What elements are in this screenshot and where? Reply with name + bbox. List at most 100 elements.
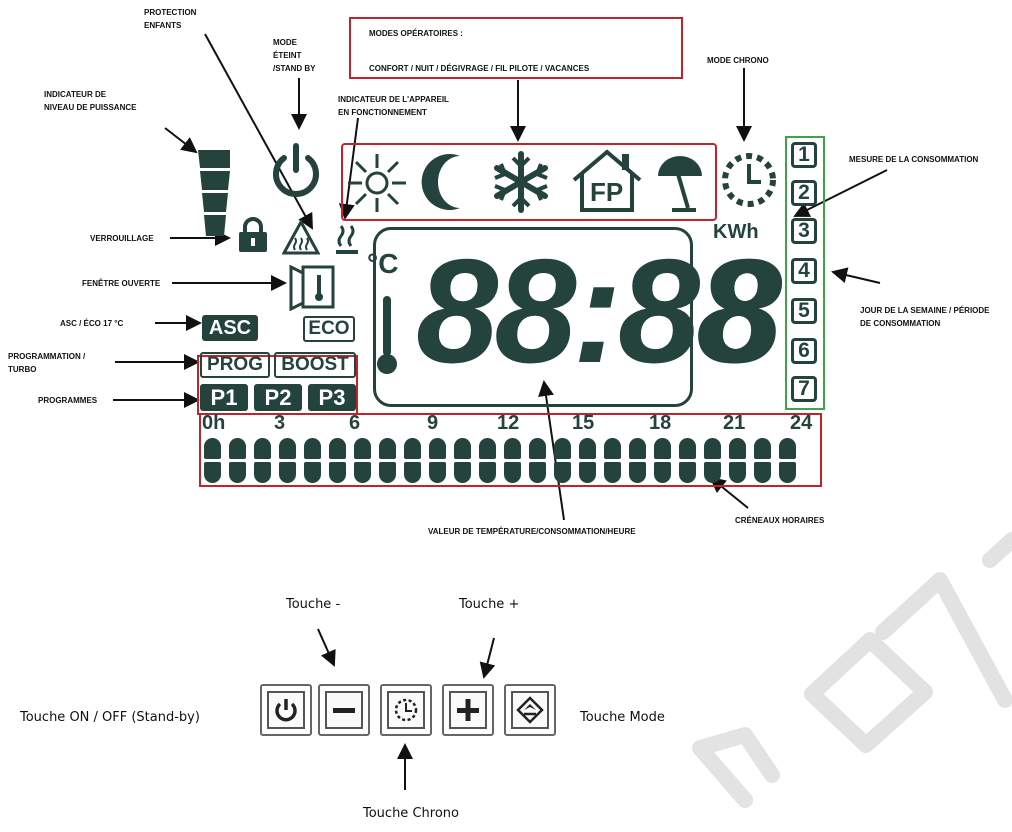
hour-slot [629,438,646,484]
mode-diamond-icon [516,696,544,724]
lock-icon [239,217,267,252]
label-programmes: PROGRAMMES [38,396,98,405]
day-1: 1 [791,142,817,168]
label-modes-list: CONFORT / NUIT / DÉGIVRAGE / FIL PILOTE … [369,64,590,73]
hour-tick-9: 9 [427,412,439,434]
mode-button-face [511,691,549,729]
hour-slot-bottom [379,462,396,483]
hour-slot [654,438,671,484]
hour-slot-bottom [204,462,221,483]
hour-slot [379,438,396,484]
hour-slot-top [279,438,296,459]
label-fenetre-ouverte: FENÊTRE OUVERTE [82,279,161,288]
hour-slot-bottom [729,462,746,483]
arrow-mesure [793,169,888,217]
hour-slot-bottom [554,462,571,483]
day-4: 4 [791,258,817,284]
label-asc-eco: ASC / ÉCO 17 °C [60,319,124,328]
hour-slot-bottom [754,462,771,483]
p1-badge: P1 [200,384,248,411]
hour-slot-top [354,438,371,459]
label-touche-mode: Touche Mode [580,710,665,725]
label-indicateur-appareil: INDICATEUR DE L'APPAREIL EN FONCTIONNEME… [338,95,449,117]
hour-slot [679,438,696,484]
hour-slot-top [229,438,246,459]
hour-slot-bottom [604,462,621,483]
label-valeur: VALEUR DE TEMPÉRATURE/CONSOMMATION/HEURE [428,527,636,536]
hour-slot-top [779,438,796,459]
hour-slot-bottom [629,462,646,483]
prog-badge: PROG [200,352,270,378]
hour-slot [454,438,471,484]
mode-button[interactable] [504,684,556,736]
onoff-button[interactable] [260,684,312,736]
hour-slot-top [704,438,721,459]
minus-button-face [325,691,363,729]
hour-slot-top [379,438,396,459]
fil-pilote-house-icon [572,149,642,212]
chrono-clock-icon [722,153,776,207]
clock-icon [394,698,418,722]
kwh-unit: KWh [713,221,759,243]
hour-tick-15: 15 [572,412,595,434]
window-open-icon [289,264,335,311]
main-digits: 88:88 [416,229,779,394]
label-touche-onoff: Touche ON / OFF (Stand-by) [20,710,200,725]
label-programmation: PROGRAMMATION / TURBO [8,352,86,374]
hour-slot [279,438,296,484]
child-protection-icon [282,220,320,255]
hour-slot [754,438,771,484]
hour-slot-top [529,438,546,459]
hour-tick-0h: 0h [202,412,226,434]
hour-tick-24: 24 [790,412,813,434]
hour-tick-21: 21 [723,412,746,434]
plus-button[interactable] [442,684,494,736]
hour-slot-top [729,438,746,459]
hour-slot-bottom [254,462,271,483]
label-mode-eteint: MODE ÉTEINT /STAND BY [273,38,316,73]
hour-slot-top [629,438,646,459]
hour-slot-top [604,438,621,459]
hour-slot-bottom [429,462,446,483]
snowflake-icon [494,151,548,213]
modes-icons-frame [341,143,717,221]
hour-slot-top [304,438,321,459]
day-2: 2 [791,180,817,206]
hour-slot-bottom [304,462,321,483]
arrow-minus [317,628,336,667]
hour-slot-top [404,438,421,459]
hour-slot-bottom [654,462,671,483]
hour-slot-bottom [479,462,496,483]
hour-slot-bottom [779,462,796,483]
slots-frame [199,413,822,487]
label-modes-title: MODES OPÉRATOIRES : [369,29,463,38]
hour-slot [504,438,521,484]
plus-button-face [449,691,487,729]
label-verrouillage: VERROUILLAGE [90,234,154,243]
hour-tick-3: 3 [274,412,286,434]
label-indicateur-puissance: INDICATEUR DE NIVEAU DE PUISSANCE [44,90,137,112]
hour-slot-top [654,438,671,459]
vacation-umbrella-icon [658,156,702,212]
last-digit: 8 [700,229,783,394]
minus-button[interactable] [318,684,370,736]
hour-slot-bottom [704,462,721,483]
hour-tick-18: 18 [649,412,672,434]
hour-slot-top [479,438,496,459]
hour-slot [704,438,721,484]
hour-slot-bottom [504,462,521,483]
hour-slot-bottom [229,462,246,483]
thermometer-icon [377,296,397,374]
eco-badge: ECO [303,316,355,342]
hour-slot [479,438,496,484]
hour-tick-12: 12 [497,412,520,434]
hour-slot [554,438,571,484]
moon-icon [421,154,460,210]
hour-slot-top [454,438,471,459]
arrow-creneaux [709,476,749,509]
chrono-button[interactable] [380,684,432,736]
hour-slot [354,438,371,484]
hour-slot-bottom [354,462,371,483]
hour-slot-top [429,438,446,459]
